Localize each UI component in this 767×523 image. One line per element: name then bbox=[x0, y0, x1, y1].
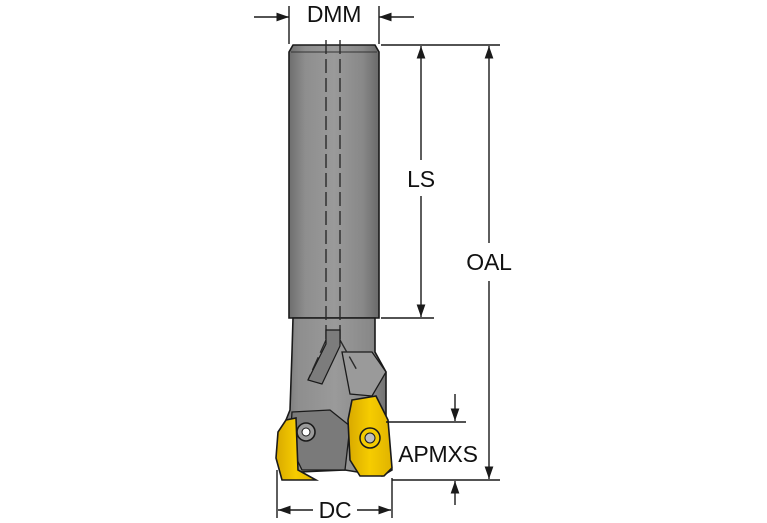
oal-label: OAL bbox=[466, 249, 512, 275]
coolant-channels bbox=[307, 40, 359, 381]
dc-dimension bbox=[276, 470, 393, 518]
dmm-dimension bbox=[254, 6, 414, 44]
insert-left bbox=[275, 417, 320, 481]
ls-dimension bbox=[381, 44, 434, 319]
dmm-label: DMM bbox=[307, 1, 361, 27]
dc-label: DC bbox=[319, 497, 352, 523]
insert-front bbox=[347, 395, 393, 477]
ls-label: LS bbox=[407, 166, 435, 192]
shank bbox=[288, 44, 380, 319]
apmxs-label: APMXS bbox=[398, 441, 478, 467]
oal-dimension bbox=[392, 44, 500, 481]
coolant-outlet bbox=[307, 329, 341, 385]
apmxs-dimension bbox=[386, 394, 466, 505]
